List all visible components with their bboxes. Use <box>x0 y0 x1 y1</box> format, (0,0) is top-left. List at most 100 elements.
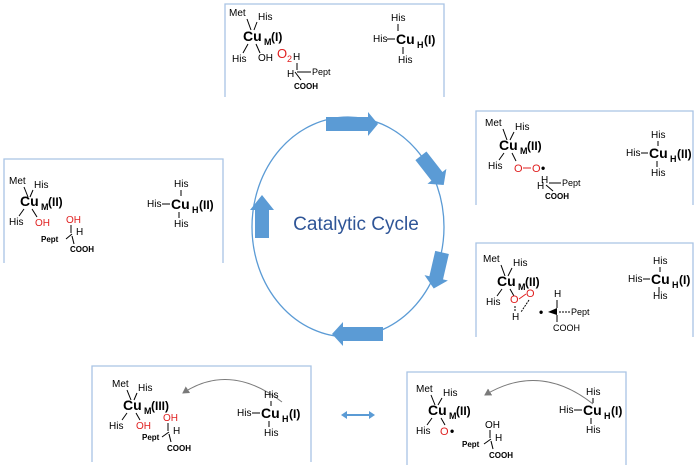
svg-text:(I): (I) <box>611 404 622 418</box>
svg-text:Met: Met <box>483 254 500 265</box>
svg-text:H: H <box>670 154 677 164</box>
cycle-arrow-bottom <box>332 322 383 346</box>
svg-text:H: H <box>537 181 544 192</box>
svg-text:His: His <box>586 425 600 436</box>
svg-text:H: H <box>287 69 294 80</box>
svg-text:Pept: Pept <box>462 440 480 449</box>
svg-text:Cu: Cu <box>396 31 415 47</box>
svg-text:M: M <box>41 202 49 212</box>
svg-text:H: H <box>173 426 180 437</box>
svg-text:His: His <box>174 179 188 190</box>
svg-text:His: His <box>174 219 188 230</box>
cycle-arrow-left <box>250 195 274 238</box>
panel-right-1: Met His Cu M (II) His O O • H Pept H COO… <box>475 110 694 205</box>
svg-text:Met: Met <box>229 8 246 19</box>
svg-text:O: O <box>514 163 523 175</box>
svg-text:His: His <box>237 408 251 419</box>
svg-text:O: O <box>532 163 541 175</box>
svg-text:Cu: Cu <box>171 196 190 212</box>
svg-text:His: His <box>513 258 527 269</box>
svg-text:Pept: Pept <box>571 307 590 317</box>
svg-text:OH: OH <box>163 413 178 424</box>
svg-text:•: • <box>541 161 545 175</box>
svg-text:His: His <box>653 256 667 267</box>
svg-text:O: O <box>440 426 449 438</box>
svg-text:O: O <box>510 294 519 306</box>
svg-text:His: His <box>258 12 272 23</box>
svg-text:COOH: COOH <box>167 444 191 453</box>
svg-text:Cu: Cu <box>651 271 670 287</box>
svg-text:His: His <box>626 148 640 159</box>
svg-text:Met: Met <box>416 384 433 395</box>
svg-text:His: His <box>488 161 502 172</box>
svg-text:H: H <box>495 433 502 444</box>
svg-text:Cu: Cu <box>428 402 447 418</box>
svg-text:His: His <box>391 13 405 24</box>
svg-text:O: O <box>526 288 535 300</box>
svg-text:(II): (II) <box>48 195 63 209</box>
svg-text:OH: OH <box>485 420 500 431</box>
svg-text:His: His <box>34 180 48 191</box>
svg-text:•: • <box>539 305 543 319</box>
svg-text:COOH: COOH <box>545 192 569 201</box>
svg-text:COOH: COOH <box>553 323 580 333</box>
svg-text:His: His <box>653 291 667 302</box>
svg-text:(I): (I) <box>289 407 300 421</box>
svg-text:His: His <box>232 54 246 65</box>
svg-text:His: His <box>486 297 500 308</box>
svg-text:(II): (II) <box>525 275 540 289</box>
panel-bottom-right: Met His Cu M (II) His O • OH H Pept COOH… <box>406 371 627 465</box>
electron-transfer-arrow-2 <box>484 380 594 405</box>
svg-text:M: M <box>264 37 272 47</box>
cycle-arrow-top <box>326 112 378 136</box>
svg-text:Pept: Pept <box>142 433 160 442</box>
svg-text:His: His <box>373 34 387 45</box>
svg-text:(I): (I) <box>271 30 282 44</box>
svg-text:His: His <box>651 168 665 179</box>
svg-text:His: His <box>264 428 278 439</box>
svg-text:Cu: Cu <box>499 137 518 153</box>
svg-text:OH: OH <box>35 218 50 229</box>
panel-bottom-left: Met His Cu M (III) His OH OH H Pept COOH… <box>91 365 312 462</box>
svg-text:Cu: Cu <box>649 145 668 161</box>
svg-text:M: M <box>520 146 528 156</box>
svg-text:Cu: Cu <box>261 405 280 421</box>
svg-text:Cu: Cu <box>583 402 602 418</box>
svg-text:COOH: COOH <box>70 245 94 254</box>
svg-text:Pept: Pept <box>312 67 331 77</box>
svg-text:Met: Met <box>485 118 502 129</box>
svg-text:H: H <box>282 414 289 424</box>
svg-text:H: H <box>554 289 561 300</box>
svg-text:His: His <box>416 426 430 437</box>
svg-text:H: H <box>417 40 424 50</box>
svg-text:COOH: COOH <box>489 451 513 460</box>
cycle-arrow-upper-right <box>415 151 447 185</box>
cycle-title: Catalytic Cycle <box>293 214 419 235</box>
svg-text:M: M <box>144 406 152 416</box>
svg-text:Met: Met <box>112 379 129 390</box>
svg-text:H: H <box>192 205 199 215</box>
svg-text:His: His <box>109 421 123 432</box>
svg-text:Pept: Pept <box>41 235 59 244</box>
svg-text:His: His <box>443 388 457 399</box>
panel-left: Met His Cu M (II) His OH OH H Pept COOH … <box>3 158 224 263</box>
svg-text:His: His <box>147 199 161 210</box>
svg-text:(II): (II) <box>456 404 471 418</box>
svg-text:H: H <box>604 411 611 421</box>
svg-text:Cu: Cu <box>20 193 39 209</box>
svg-text:His: His <box>515 122 529 133</box>
svg-text:(III): (III) <box>151 399 169 413</box>
svg-text:O: O <box>277 46 287 61</box>
svg-text:His: His <box>628 274 642 285</box>
svg-text:M: M <box>449 411 457 421</box>
svg-text:H: H <box>512 312 519 323</box>
svg-text:His: His <box>264 390 278 401</box>
svg-text:(II): (II) <box>677 147 692 161</box>
svg-text:His: His <box>398 55 412 66</box>
electron-transfer-arrow <box>182 378 283 403</box>
svg-text:(II): (II) <box>199 198 214 212</box>
svg-text:OH: OH <box>258 53 273 64</box>
svg-text:His: His <box>651 130 665 141</box>
svg-text:Cu: Cu <box>243 28 262 44</box>
